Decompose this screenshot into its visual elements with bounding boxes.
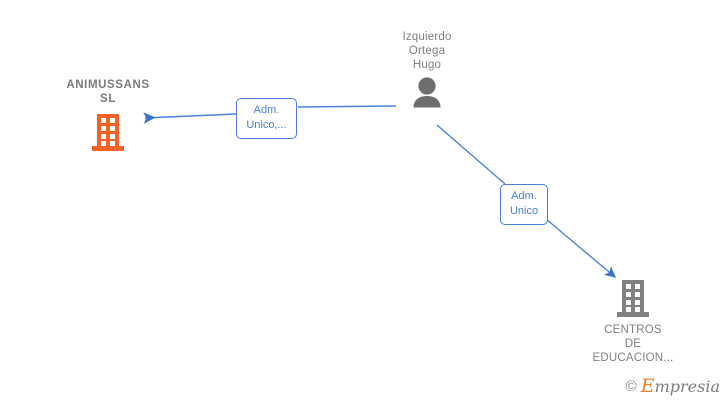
brand-rest: mpresia bbox=[654, 377, 720, 396]
building-icon bbox=[92, 114, 124, 151]
copyright-icon: © bbox=[625, 378, 637, 395]
node-centros-label: CENTROS DE EDUCACION... bbox=[592, 324, 674, 364]
node-animussans[interactable]: ANIMUSSANS SL bbox=[33, 78, 183, 152]
building-icon bbox=[617, 280, 649, 317]
edge-person-to-animussans-segment-right bbox=[297, 105, 397, 108]
edge-label-adm-unico-centros[interactable]: Adm. Unico bbox=[500, 184, 548, 225]
edge-person-to-animussans-segment-left bbox=[143, 112, 237, 124]
edge-person-to-centros-segment-upper bbox=[436, 124, 506, 185]
node-animussans-label: ANIMUSSANS SL bbox=[66, 79, 150, 105]
node-person-label: Izquierdo Ortega Hugo bbox=[402, 31, 452, 71]
brand-initial: E bbox=[640, 375, 655, 397]
node-centros[interactable]: CENTROS DE EDUCACION... bbox=[558, 278, 708, 365]
brand-wordmark: Empresia bbox=[640, 375, 720, 397]
edge-person-to-centros-segment-lower bbox=[545, 218, 617, 278]
watermark-empresia: © Empresia bbox=[625, 375, 720, 397]
node-person[interactable]: Izquierdo Ortega Hugo bbox=[352, 30, 502, 108]
person-icon bbox=[413, 77, 441, 108]
edge-label-adm-unico-animussans[interactable]: Adm. Unico,... bbox=[236, 98, 297, 139]
